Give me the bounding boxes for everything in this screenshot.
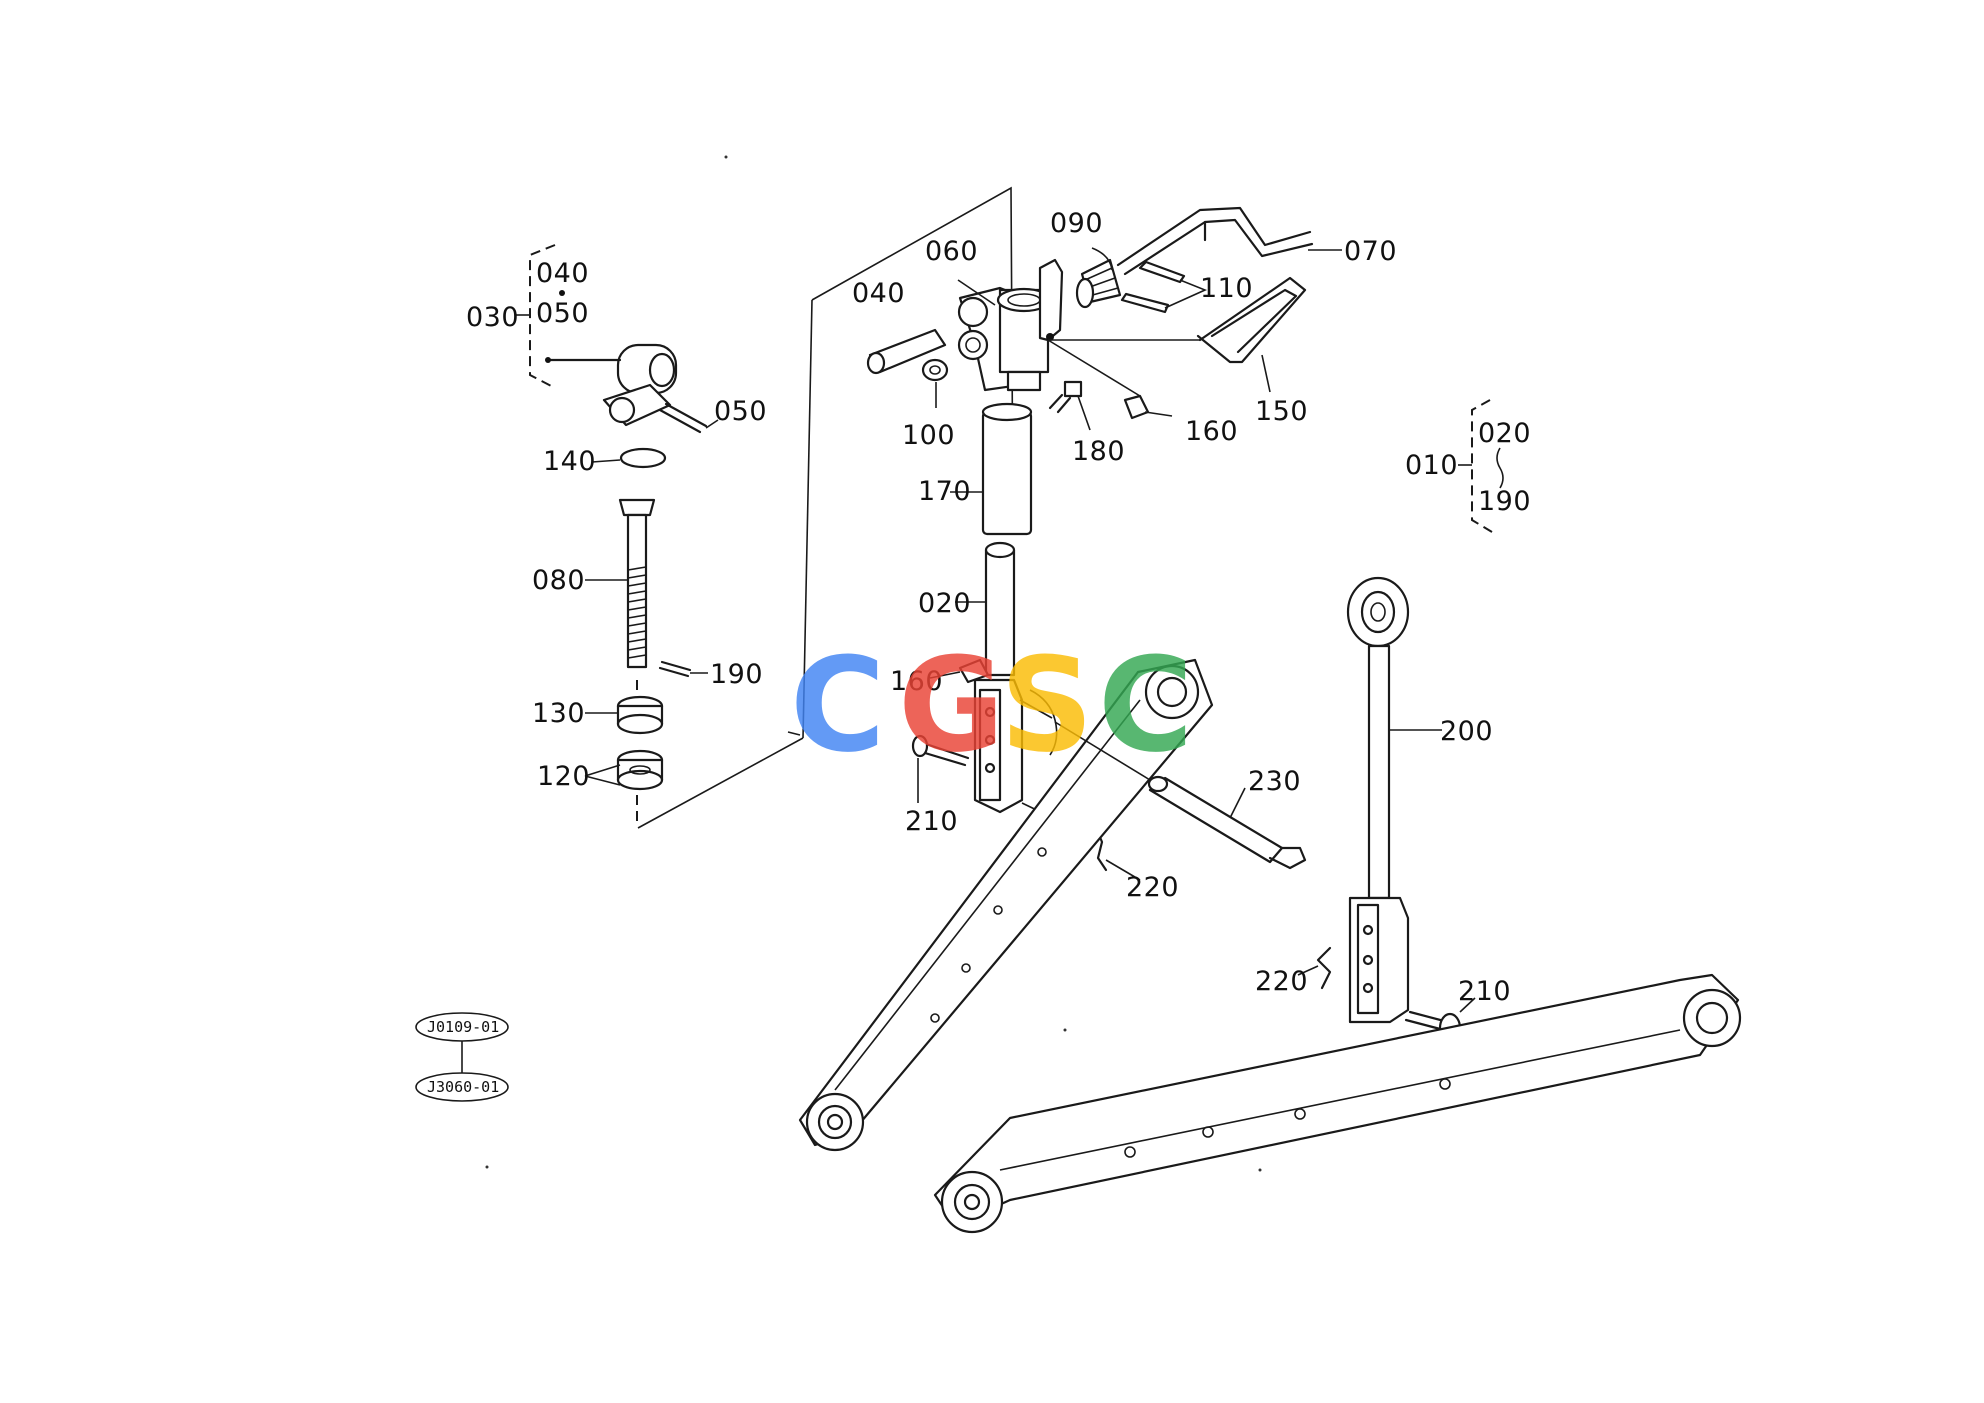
label-150: 150 [1255, 396, 1308, 427]
watermark-letter-2: G [898, 629, 1005, 781]
label-060: 060 [925, 236, 978, 267]
check-rod [1054, 721, 1307, 870]
watermark-letter-3: S [1000, 629, 1094, 781]
label-220-left: 220 [1126, 872, 1179, 903]
label-080: 080 [532, 565, 585, 596]
label-010: 010 [1405, 450, 1458, 481]
label-090: 090 [1050, 208, 1103, 239]
label-160-lower: 160 [890, 666, 943, 697]
label-040: 040 [852, 278, 905, 309]
label-140: 140 [543, 446, 596, 477]
ref-bubble-top: J0109-01 [427, 1018, 499, 1036]
label-110: 110 [1200, 273, 1253, 304]
label-210-right: 210 [1458, 976, 1511, 1007]
label-170: 170 [918, 476, 971, 507]
watermark-letter-4: C [1098, 629, 1193, 781]
label-020-group: 020 [1478, 418, 1531, 449]
label-020: 020 [918, 588, 971, 619]
watermark-letter-1: C [790, 629, 885, 781]
label-050-group: 050 [536, 298, 589, 329]
label-130: 130 [532, 698, 585, 729]
label-200: 200 [1440, 716, 1493, 747]
speck [485, 1165, 489, 1169]
label-070: 070 [1344, 236, 1397, 267]
watermark-logo: C G S C [790, 629, 1193, 781]
lower-link-right [933, 973, 1742, 1234]
part-labels: 040 030 050 050 140 080 190 130 120 040 … [466, 208, 1531, 1007]
label-030: 030 [466, 302, 519, 333]
label-190: 190 [710, 659, 763, 690]
label-210-left: 210 [905, 806, 958, 837]
group-bracket-010 [1458, 399, 1504, 533]
bracket-assembly [515, 244, 719, 826]
label-050: 050 [714, 396, 767, 427]
speck [1063, 1028, 1067, 1032]
label-180: 180 [1072, 436, 1125, 467]
lower-link-left [798, 658, 1214, 1152]
lift-rod [1297, 576, 1476, 1044]
label-220-right: 220 [1255, 966, 1308, 997]
ref-bubble-bottom: J3060-01 [427, 1078, 499, 1096]
label-040-group: 040 [536, 258, 589, 289]
label-120: 120 [537, 761, 590, 792]
speck [1258, 1168, 1262, 1172]
speck [724, 155, 728, 159]
label-160-top: 160 [1185, 416, 1238, 447]
label-230: 230 [1248, 766, 1301, 797]
label-190-group: 190 [1478, 486, 1531, 517]
reference-bubbles: J0109-01 J3060-01 [415, 1012, 509, 1102]
label-100: 100 [902, 420, 955, 451]
top-link-head [866, 206, 1342, 881]
